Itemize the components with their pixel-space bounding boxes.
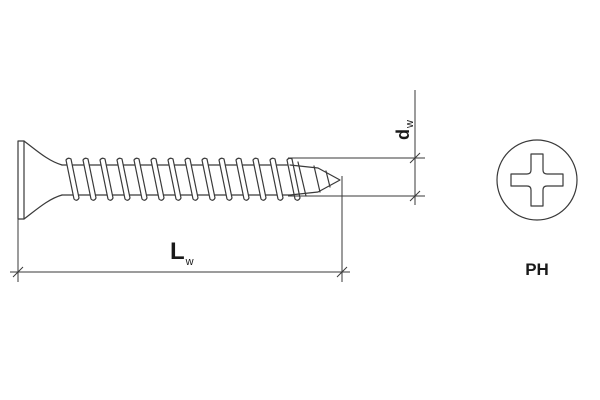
phillips-cross-icon xyxy=(496,139,578,221)
thread-crest xyxy=(150,157,165,201)
screw-tip-thread xyxy=(297,161,331,197)
thread-crest xyxy=(82,157,97,201)
length-tick-right xyxy=(336,266,348,278)
screw-threads xyxy=(65,157,301,201)
thread-crest xyxy=(269,157,284,201)
drive-cross-recess xyxy=(510,153,564,207)
thread-crest xyxy=(235,157,250,201)
thread-crest xyxy=(65,157,80,201)
screw-side-view-icon xyxy=(17,140,341,220)
drive-type-label: PH xyxy=(525,260,549,279)
thread-crest xyxy=(218,157,233,201)
screw-head-face xyxy=(17,140,25,220)
thread-crest xyxy=(252,157,267,201)
length-label: Lw xyxy=(170,238,194,268)
screw-head-countersink xyxy=(23,140,63,220)
diameter-dimension xyxy=(288,90,425,205)
thread-crest xyxy=(201,157,216,201)
diameter-label: dw xyxy=(393,120,416,140)
thread-crest xyxy=(133,157,148,201)
diameter-tick-top xyxy=(409,152,421,164)
diameter-tick-bottom xyxy=(409,190,421,202)
thread-crest xyxy=(167,157,182,201)
thread-crest xyxy=(99,157,114,201)
length-dimension xyxy=(10,176,350,282)
thread-crest xyxy=(286,157,301,201)
screw-tip xyxy=(289,164,341,196)
thread-crest xyxy=(184,157,199,201)
thread-crest xyxy=(116,157,131,201)
length-tick-left xyxy=(12,266,24,278)
